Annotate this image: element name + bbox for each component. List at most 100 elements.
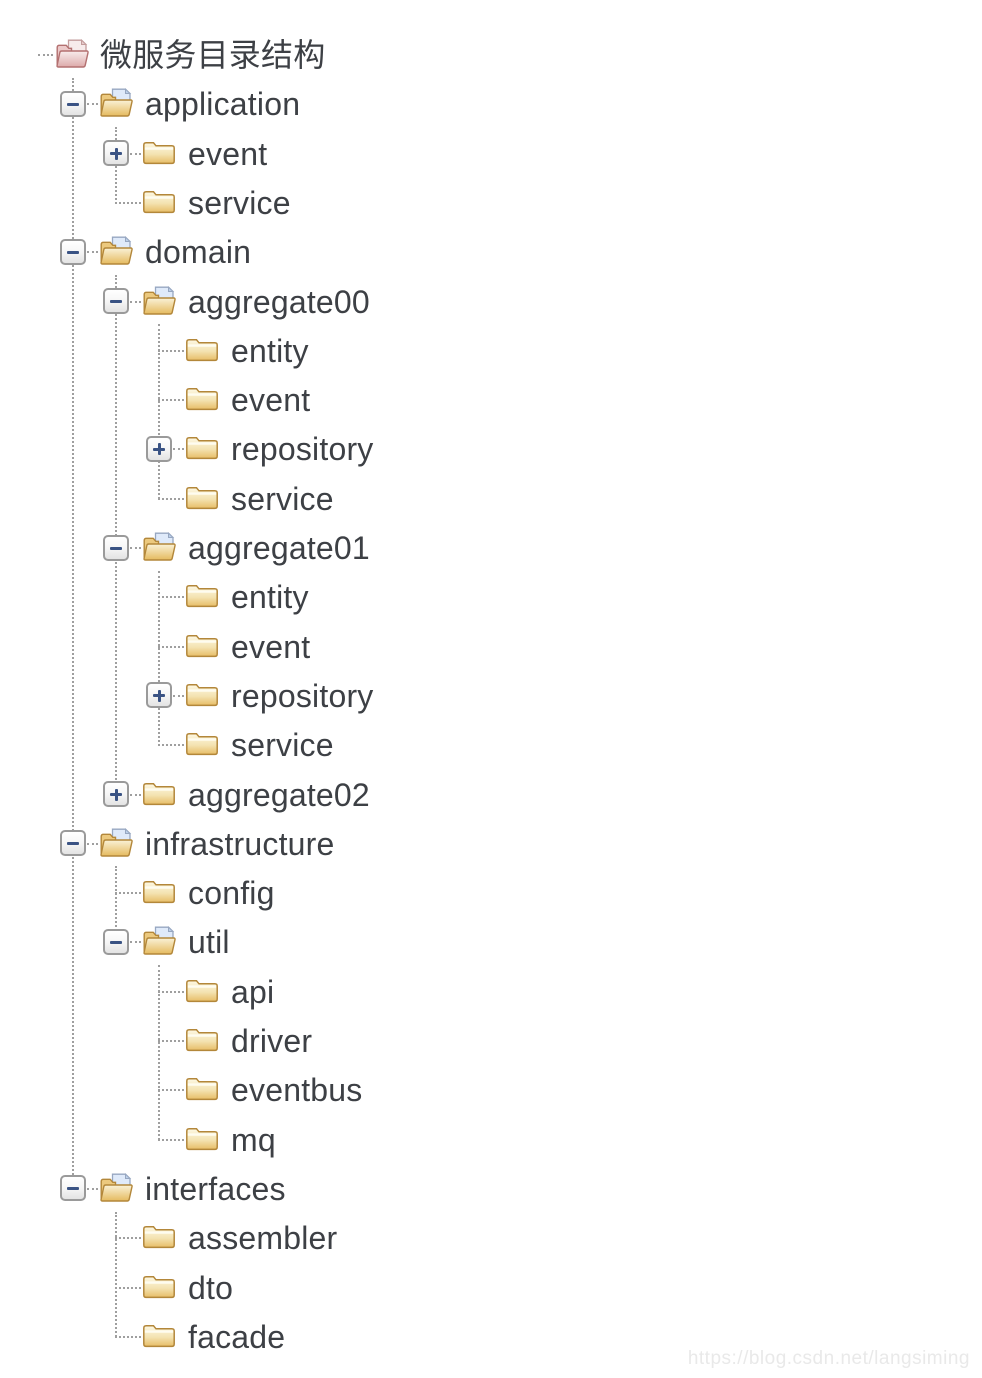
open-folder-icon[interactable] — [99, 236, 133, 271]
tree-connector-line — [158, 349, 184, 352]
expand-toggle-icon[interactable] — [146, 682, 172, 709]
tree-node-label[interactable]: driver — [231, 1023, 313, 1059]
open-folder-icon[interactable] — [99, 88, 133, 123]
tree-node-label[interactable]: entity — [231, 332, 309, 369]
tree-row-application: application — [0, 79, 982, 129]
closed-folder-icon[interactable] — [185, 581, 219, 614]
tree-node-label[interactable]: infrastructure — [145, 825, 335, 862]
tree-connector-line — [115, 892, 141, 895]
tree-node-label[interactable]: entity — [231, 579, 309, 616]
tree-node-label[interactable]: util — [188, 924, 230, 961]
tree-node-label[interactable]: mq — [231, 1121, 276, 1158]
closed-folder-icon[interactable] — [185, 1074, 219, 1107]
tree-connector-line — [72, 77, 74, 1190]
open-folder-icon[interactable] — [142, 926, 176, 961]
tree-row-service: service — [0, 178, 982, 228]
tree-row-domain: domain — [0, 227, 982, 277]
collapse-toggle-icon[interactable] — [60, 1175, 86, 1202]
expand-toggle-icon[interactable] — [103, 781, 129, 807]
tree-connector-line — [158, 596, 184, 599]
closed-folder-icon[interactable] — [185, 976, 219, 1009]
closed-folder-icon[interactable] — [185, 729, 219, 762]
tree-connector-line — [87, 842, 98, 845]
tree-row-repository: repository — [0, 671, 982, 721]
tree-node-label[interactable]: config — [188, 875, 275, 912]
closed-folder-icon[interactable] — [142, 877, 176, 910]
tree-node-label[interactable]: aggregate02 — [188, 776, 370, 813]
watermark-text: https://blog.csdn.net/langsiming — [687, 1348, 970, 1369]
tree-connector-line — [130, 941, 141, 944]
closed-folder-icon[interactable] — [142, 1321, 176, 1354]
tree-node-label[interactable]: service — [231, 727, 334, 764]
tree-node-label[interactable]: assembler — [188, 1220, 338, 1257]
tree-node-label[interactable]: facade — [188, 1318, 286, 1355]
tree-connector-line — [130, 793, 141, 796]
collapse-toggle-icon[interactable] — [103, 288, 129, 314]
tree-row-repository: repository — [0, 424, 982, 474]
tree-node-label[interactable]: event — [231, 382, 311, 419]
tree-node-label[interactable]: eventbus — [231, 1072, 363, 1109]
expand-toggle-icon[interactable] — [146, 435, 172, 462]
tree-connector-line — [173, 694, 184, 697]
tree-connector-line — [158, 744, 184, 747]
tree-connector-line — [115, 1211, 117, 1338]
tree-row-driver: driver — [0, 1016, 982, 1066]
tree-row-event: event — [0, 375, 982, 425]
tree-connector-line — [115, 1335, 141, 1338]
closed-folder-icon[interactable] — [142, 1272, 176, 1305]
collapse-toggle-icon[interactable] — [103, 534, 129, 561]
tree-node-label[interactable]: domain — [145, 234, 252, 271]
collapse-toggle-icon[interactable] — [103, 928, 129, 955]
tree-connector-line — [115, 1237, 141, 1240]
closed-folder-icon[interactable] — [142, 1222, 176, 1255]
closed-folder-icon[interactable] — [185, 483, 219, 516]
tree-connector-line — [115, 1286, 141, 1289]
collapse-toggle-icon[interactable] — [60, 238, 86, 265]
closed-folder-icon[interactable] — [185, 631, 219, 664]
tree-connector-line — [158, 1089, 184, 1092]
tree-node-label[interactable]: repository — [231, 677, 374, 714]
tree-node-label[interactable]: aggregate00 — [188, 283, 370, 320]
closed-folder-icon[interactable] — [185, 1124, 219, 1157]
closed-folder-icon[interactable] — [142, 187, 176, 220]
tree-node-label[interactable]: interfaces — [145, 1170, 286, 1207]
closed-folder-icon[interactable] — [185, 1025, 219, 1058]
tree-row-eventbus: eventbus — [0, 1065, 982, 1115]
closed-folder-icon[interactable] — [185, 335, 219, 368]
tree-connector-line — [173, 448, 184, 451]
closed-folder-icon[interactable] — [185, 433, 219, 466]
collapse-toggle-icon[interactable] — [60, 830, 86, 857]
tree-node-label[interactable]: api — [231, 973, 275, 1010]
open-folder-icon[interactable] — [142, 532, 176, 567]
tree-row-entity: entity — [0, 326, 982, 376]
tree-node-label[interactable]: event — [231, 628, 311, 665]
tree-connector-line — [130, 547, 141, 549]
closed-folder-icon[interactable] — [142, 779, 176, 812]
open-folder-icon[interactable] — [99, 827, 133, 863]
tree-node-label[interactable]: 微服务目录结构 — [100, 37, 326, 73]
tree-connector-line — [87, 103, 98, 106]
tree-node-label[interactable]: event — [188, 135, 268, 172]
tree-connector-line — [115, 866, 117, 944]
tree-connector-line — [115, 201, 141, 204]
tree-connector-line — [130, 152, 141, 155]
tree-node-label[interactable]: service — [231, 480, 334, 517]
expand-toggle-icon[interactable] — [103, 140, 129, 167]
tree-connector-line — [158, 645, 184, 648]
tree-connector-line — [158, 990, 184, 993]
open-folder-icon[interactable] — [142, 285, 176, 321]
tree-node-label[interactable]: service — [188, 184, 291, 221]
tree-row-aggregate01: aggregate01 — [0, 523, 982, 573]
closed-folder-icon[interactable] — [142, 138, 176, 171]
open-folder-icon[interactable] — [99, 1172, 133, 1208]
tree-connector-line — [130, 300, 141, 303]
pink-open-folder-icon[interactable] — [55, 39, 89, 74]
tree-node-label[interactable]: application — [145, 86, 301, 123]
closed-folder-icon[interactable] — [185, 384, 219, 417]
tree-row-mq: mq — [0, 1115, 982, 1165]
tree-node-label[interactable]: dto — [188, 1269, 234, 1306]
collapse-toggle-icon[interactable] — [60, 90, 86, 117]
closed-folder-icon[interactable] — [185, 680, 219, 713]
tree-node-label[interactable]: repository — [231, 431, 374, 468]
tree-node-label[interactable]: aggregate01 — [188, 530, 370, 566]
